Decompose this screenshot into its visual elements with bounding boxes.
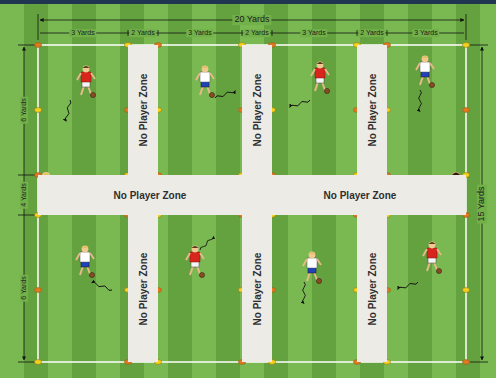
zone-label: No Player Zone xyxy=(252,74,263,147)
dimension-label: 15 Yards xyxy=(477,184,487,223)
no-player-zone: No Player Zone xyxy=(242,215,272,362)
cone xyxy=(34,43,41,48)
cone xyxy=(462,360,469,365)
dimension-label: 6 Yards xyxy=(20,274,28,301)
zone-label: No Player Zone xyxy=(138,74,149,147)
dimension-label: 2 Yards xyxy=(243,29,270,37)
no-player-zone: No Player Zone xyxy=(128,45,158,175)
dimension-label: 3 Yards xyxy=(186,29,213,37)
no-player-zone: No Player Zone xyxy=(357,45,387,175)
zone-label: No Player Zone xyxy=(367,252,378,325)
dimension-label: 4 Yards xyxy=(20,181,28,208)
no-player-zone: No Player Zone No Player Zone xyxy=(38,175,466,215)
cone xyxy=(34,108,41,113)
zone-label: No Player Zone xyxy=(138,252,149,325)
cone xyxy=(462,108,469,113)
cone xyxy=(462,43,469,48)
zone-label: No Player Zone xyxy=(252,252,263,325)
no-player-zone: No Player Zone xyxy=(242,45,272,175)
no-player-zone: No Player Zone xyxy=(128,215,158,362)
cone xyxy=(462,288,469,293)
zone-label: No Player Zone xyxy=(324,190,397,201)
dimension-label: 3 Yards xyxy=(300,29,327,37)
dimension-label: 20 Yards xyxy=(232,15,271,25)
zone-label: No Player Zone xyxy=(114,190,187,201)
dimension-label: 2 Yards xyxy=(129,29,156,37)
dimension-label: 3 Yards xyxy=(412,29,439,37)
cone xyxy=(34,288,41,293)
dimension-label: 3 Yards xyxy=(69,29,96,37)
dimension-label: 6 Yards xyxy=(20,96,28,123)
zone-label: No Player Zone xyxy=(367,74,378,147)
dimension-label: 2 Yards xyxy=(358,29,385,37)
cone xyxy=(34,360,41,365)
no-player-zone: No Player Zone xyxy=(357,215,387,362)
